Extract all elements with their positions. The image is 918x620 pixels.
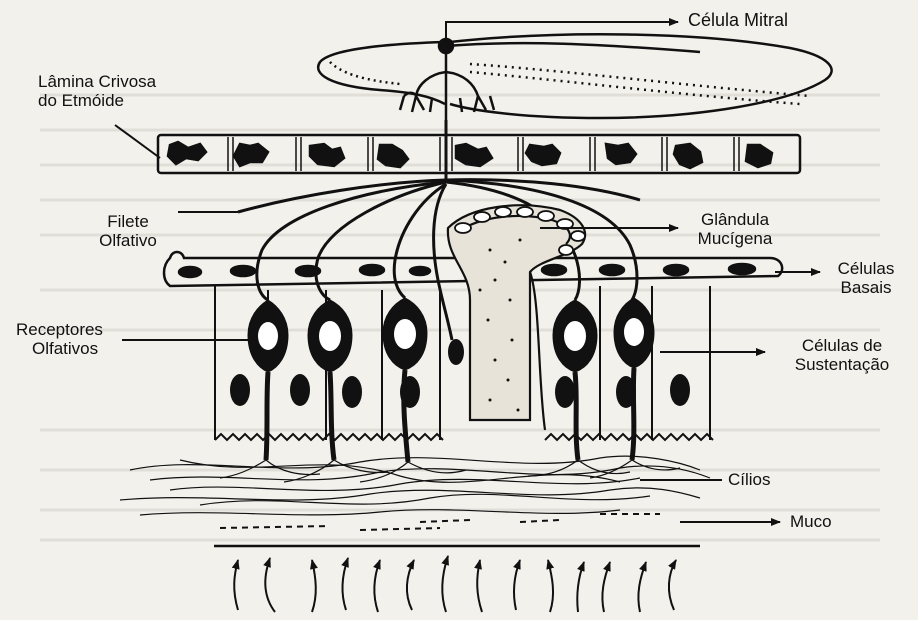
label-receptores-line1: Receptores <box>16 320 103 339</box>
label-lamina-line2: do Etmóide <box>38 91 156 110</box>
mitral-leader <box>446 22 678 40</box>
label-basais-line2: Basais <box>822 278 910 297</box>
label-glandula-line1: Glândula <box>680 210 790 229</box>
label-filete-line2: Olfativo <box>74 231 182 250</box>
label-celulas-sustentacao: Células de Sustentação <box>772 336 912 374</box>
label-celulas-basais: Células Basais <box>822 259 910 297</box>
label-glandula-line2: Mucígena <box>680 229 790 248</box>
mitral-cell <box>400 39 700 120</box>
label-cilios: Cílios <box>728 470 771 489</box>
olfactory-bulb <box>318 34 831 118</box>
label-receptores-olfativos: Receptores Olfativos <box>16 320 103 358</box>
label-sustentacao-line2: Sustentação <box>772 355 912 374</box>
label-lamina-crivosa: Lâmina Crivosa do Etmóide <box>38 72 156 110</box>
label-glandula-mucigena: Glândula Mucígena <box>680 210 790 248</box>
label-filete-olfativo: Filete Olfativo <box>74 212 182 250</box>
label-receptores-line2: Olfativos <box>16 339 103 358</box>
label-filete-line1: Filete <box>74 212 182 231</box>
label-lamina-line1: Lâmina Crivosa <box>38 72 156 91</box>
label-sustentacao-line1: Células de <box>772 336 912 355</box>
lamina-cribrosa <box>158 135 800 173</box>
label-mitral-cell: Célula Mitral <box>688 11 788 30</box>
cilia <box>120 456 710 515</box>
label-basais-line1: Células <box>822 259 910 278</box>
label-muco: Muco <box>790 512 832 531</box>
odorant-arrows <box>234 556 676 612</box>
